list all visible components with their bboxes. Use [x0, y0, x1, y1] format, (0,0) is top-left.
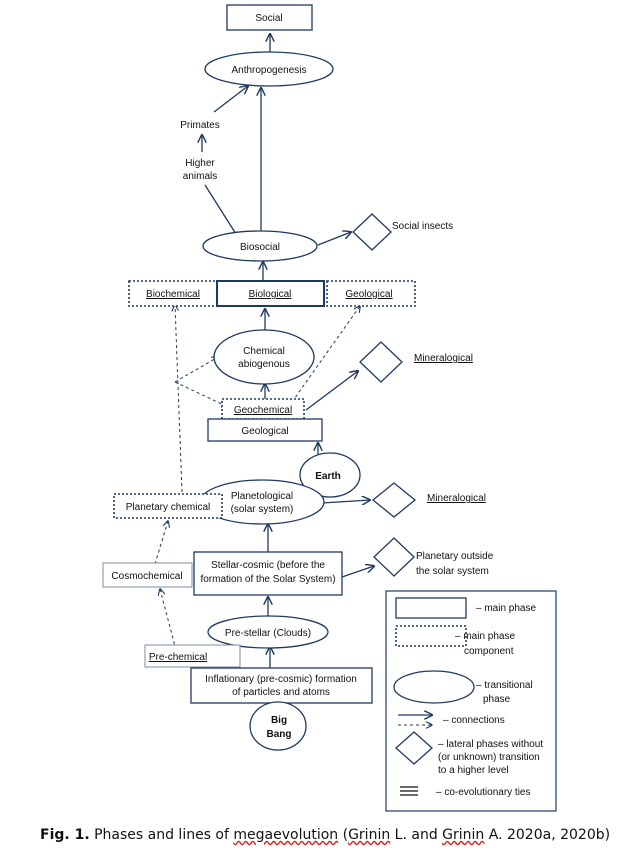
node-stellar-label-2: formation of the Solar System): [200, 574, 335, 585]
node-biosocial: Biosocial: [202, 230, 318, 262]
node-big-bang-line1: Big: [271, 715, 287, 726]
node-planetological-label-2: (solar system): [231, 504, 294, 515]
node-inflationary: Inflationary (pre-cosmic) formation of p…: [190, 667, 373, 704]
node-planetary-outside-2: the solar system: [416, 566, 489, 577]
node-chemical-abiogenous: Chemical abiogenous: [213, 329, 315, 385]
node-geochemical-label: Geochemical: [234, 405, 292, 416]
caption-author-1: Grinin: [348, 827, 391, 843]
legend-lateral-1: – lateral phases without: [438, 739, 543, 750]
figure-caption: Fig. 1. Phases and lines of megaevolutio…: [40, 826, 620, 844]
node-geological: Geological: [207, 418, 323, 442]
legend-component-2: component: [464, 646, 514, 657]
node-cosmochemical-label: Cosmochemical: [111, 571, 182, 582]
legend-lateral-3: to a higher level: [438, 765, 509, 776]
node-anthropogenesis-label: Anthropogenesis: [231, 65, 306, 76]
edge-planet-mineral: [321, 500, 370, 503]
legend-component-1: – main phase: [455, 631, 515, 642]
node-biochemical: Biochemical: [128, 280, 218, 307]
node-inflationary-label-1: Inflationary (pre-cosmic) formation: [205, 674, 357, 685]
node-anthropogenesis: Anthropogenesis: [204, 51, 334, 87]
node-inflationary-label-2: of particles and atoms: [232, 687, 330, 698]
node-stellar-label-1: Stellar-cosmic (before the: [211, 560, 325, 571]
node-social-label: Social: [255, 13, 282, 24]
node-mineralogical-2: Mineralogical: [371, 482, 486, 518]
node-planetary-chemical-label: Planetary chemical: [126, 502, 210, 513]
legend-lateral-swatch: [395, 731, 433, 765]
edge-geochem-mineral: [305, 371, 358, 411]
node-biological: Biological: [216, 280, 325, 307]
node-social-insects: Social insects: [352, 213, 453, 251]
legend-main-phase-swatch: [395, 597, 467, 619]
node-chemical-label-1: Chemical: [243, 346, 285, 357]
node-social-insects-label: Social insects: [392, 221, 453, 232]
node-mineralogical-2-label: Mineralogical: [427, 493, 486, 504]
node-planetary-outside-1: Planetary outside: [416, 551, 494, 562]
edge-primates-anthro: [213, 86, 248, 113]
node-higher-animals-line2: animals: [183, 171, 217, 182]
node-higher-animals-line1: Higher: [185, 158, 215, 169]
legend-main-phase: – main phase: [476, 603, 536, 614]
node-geological-top-label: Geological: [345, 289, 392, 300]
caption-author-2: Grinin: [442, 827, 485, 843]
node-stellar-cosmic: Stellar-cosmic (before the formation of …: [193, 551, 343, 596]
legend-coevolution-swatch: [400, 786, 418, 796]
node-geochemical: Geochemical: [221, 398, 305, 420]
caption-text-post: A. 2020a, 2020b): [484, 827, 611, 843]
dedge-geochem-geological: [291, 306, 360, 403]
node-geological-top: Geological: [326, 280, 416, 307]
caption-text-mid2: L. and: [390, 827, 443, 843]
node-biochemical-label: Biochemical: [146, 289, 200, 300]
node-planetary-outside: Planetary outside the solar system: [373, 537, 494, 577]
megaevolution-diagram: Social Anthropogenesis Primates Higher a…: [102, 4, 557, 812]
legend-transitional-2: phase: [483, 694, 511, 705]
caption-text-mid: (: [338, 827, 349, 843]
node-earth: Earth: [299, 452, 361, 498]
dedge-to-chemical: [174, 357, 218, 383]
dedge-to-geochem: [174, 381, 228, 407]
node-planetological-label-1: Planetological: [231, 491, 293, 502]
node-primates-label: Primates: [180, 120, 219, 131]
node-biosocial-label: Biosocial: [240, 242, 280, 253]
dedge-planchem-biochem: [175, 305, 183, 493]
node-planetary-chemical: Planetary chemical: [113, 493, 223, 519]
edge-biosocial-higher: [204, 184, 237, 235]
node-pre-stellar-label: Pre-stellar (Clouds): [225, 628, 311, 639]
legend-coevolution: – co-evolutionary ties: [436, 787, 531, 798]
node-geological-label: Geological: [241, 426, 288, 437]
node-mineralogical-1: Mineralogical: [359, 341, 473, 383]
legend: – main phase – main phase component – tr…: [385, 590, 557, 812]
node-biological-label: Biological: [249, 289, 292, 300]
node-cosmochemical: Cosmochemical: [102, 562, 193, 588]
node-earth-label: Earth: [315, 471, 341, 482]
caption-text-pre: Phases and lines of: [89, 827, 234, 843]
legend-transitional-1: – transitional: [476, 680, 533, 691]
node-big-bang-line2: Bang: [267, 729, 292, 740]
node-pre-chemical: Pre-chemical: [144, 644, 241, 668]
legend-connections: – connections: [443, 715, 505, 726]
legend-frame: [385, 590, 557, 812]
edge-biosocial-insects: [317, 232, 351, 246]
connections: [147, 34, 374, 702]
edge-stellar-outside: [341, 566, 374, 578]
dedge-prechem-cosmo: [160, 589, 177, 651]
caption-label: Fig. 1.: [40, 827, 90, 843]
node-social: Social: [226, 4, 313, 31]
node-big-bang: Big Bang: [249, 701, 307, 751]
node-chemical-label-2: abiogenous: [238, 359, 290, 370]
node-mineralogical-1-label: Mineralogical: [414, 353, 473, 364]
legend-transitional-swatch: [393, 670, 475, 704]
node-pre-chemical-label: Pre-chemical: [149, 652, 207, 663]
node-pre-stellar: Pre-stellar (Clouds): [207, 615, 329, 649]
legend-lateral-2: (or unknown) transition: [438, 752, 540, 763]
caption-word-megaevolution: megaevolution: [233, 827, 339, 843]
legend-component-swatch: [395, 625, 467, 647]
